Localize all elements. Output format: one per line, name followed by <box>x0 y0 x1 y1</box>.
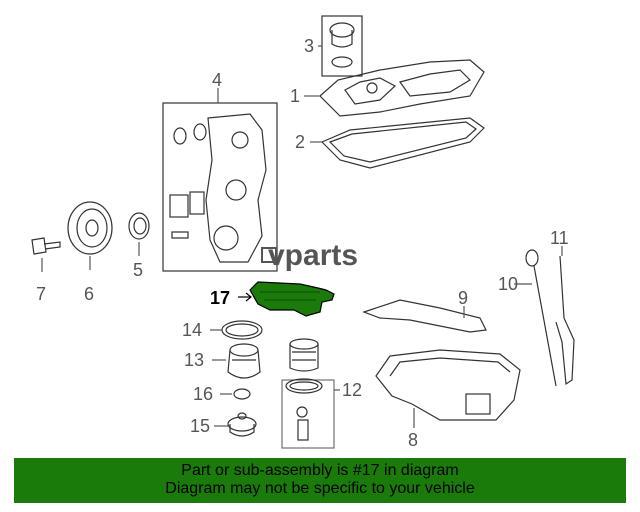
svg-text:vparts: vparts <box>268 239 358 272</box>
part-oil-baffle[interactable] <box>362 299 487 333</box>
part-crankshaft-pulley[interactable] <box>67 201 113 255</box>
callout-10[interactable]: 10 <box>498 274 518 294</box>
part-oil-seal[interactable] <box>128 212 150 240</box>
part-oil-strainer-highlighted[interactable] <box>249 281 335 317</box>
part-cylinder-head-cover[interactable] <box>319 59 485 117</box>
part-oil-filler-cap[interactable] <box>321 15 363 77</box>
callout-3[interactable]: 3 <box>304 36 314 56</box>
callout-13[interactable]: 13 <box>184 350 204 370</box>
callout-16[interactable]: 16 <box>193 384 213 404</box>
part-timing-chain-cover[interactable] <box>169 113 267 263</box>
part-oil-filter-element-kit[interactable] <box>281 338 335 449</box>
banner-line-2: Diagram may not be specific to your vehi… <box>165 480 475 497</box>
parts-diagram: 3 1 2 4 6 5 <box>31 15 575 450</box>
part-oil-level-gauge[interactable] <box>525 249 557 387</box>
callout-7[interactable]: 7 <box>36 284 46 304</box>
timing-cover-group-box <box>162 102 278 272</box>
callout-8[interactable]: 8 <box>408 430 418 450</box>
callout-1[interactable]: 1 <box>290 86 300 106</box>
info-banner: Part or sub-assembly is #17 in diagram D… <box>14 458 626 503</box>
callout-4[interactable]: 4 <box>212 70 222 90</box>
callout-12[interactable]: 12 <box>342 380 362 400</box>
callout-17[interactable]: 17 <box>210 288 230 308</box>
callout-11[interactable]: 11 <box>550 228 569 248</box>
callout-6[interactable]: 6 <box>84 284 94 304</box>
part-oil-level-gauge-guide[interactable] <box>555 255 575 386</box>
part-filter-o-ring[interactable] <box>221 320 263 340</box>
callout-15[interactable]: 15 <box>190 416 210 436</box>
vparts-logo: vparts <box>261 239 358 272</box>
callout-9[interactable]: 9 <box>458 288 468 308</box>
callout-5[interactable]: 5 <box>133 260 143 280</box>
part-filter-drain-plug[interactable] <box>227 412 257 437</box>
callout-2[interactable]: 2 <box>295 132 305 152</box>
part-cap-o-ring[interactable] <box>233 388 251 400</box>
part-pulley-bolt[interactable] <box>31 237 61 255</box>
callout-14[interactable]: 14 <box>182 320 202 340</box>
part-head-cover-gasket[interactable] <box>320 117 485 169</box>
part-oil-pan[interactable] <box>375 349 521 421</box>
part-filter-cap[interactable] <box>227 343 261 379</box>
banner-line-1: Part or sub-assembly is #17 in diagram <box>181 462 459 479</box>
